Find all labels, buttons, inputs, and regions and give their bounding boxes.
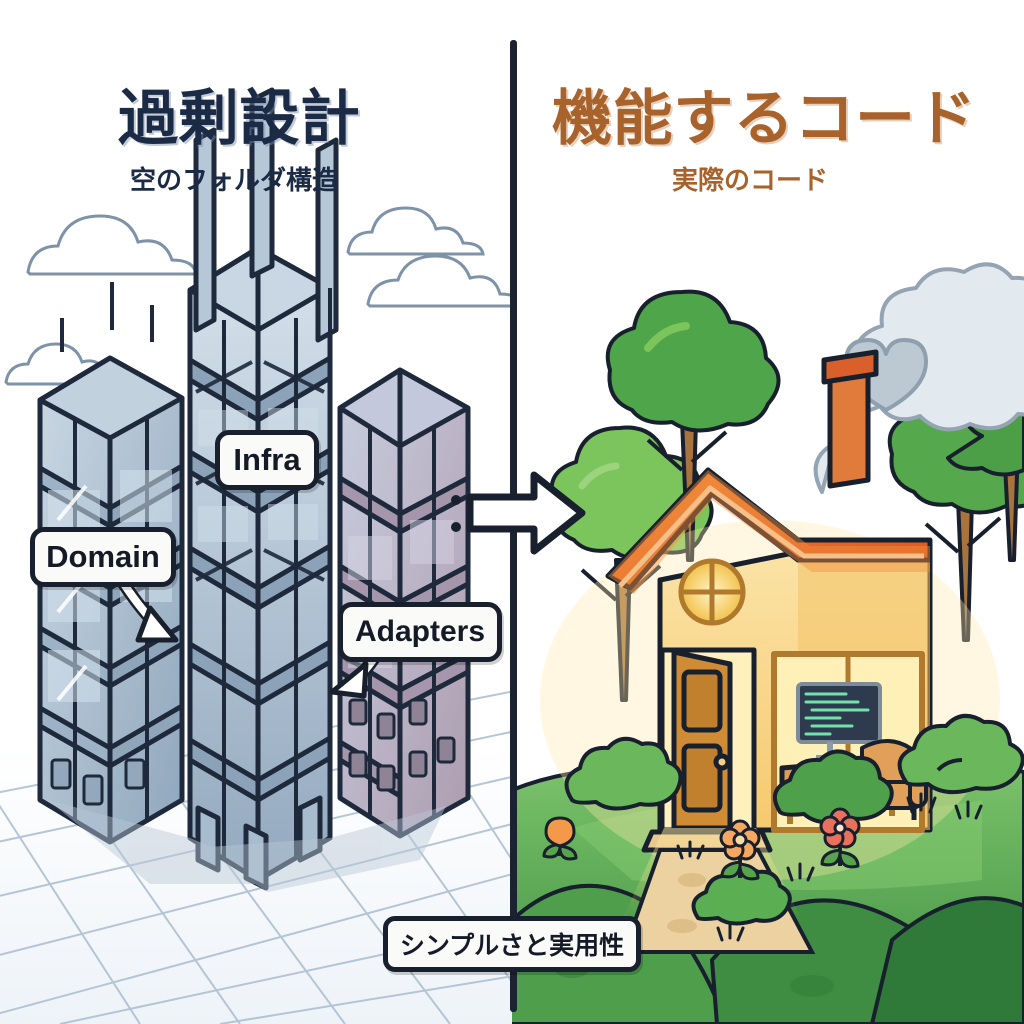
building-shadow xyxy=(48,800,446,892)
arrow-dots xyxy=(451,495,461,532)
left-scene-svg xyxy=(0,87,512,1024)
right-subtitle: 実際のコード xyxy=(672,165,829,195)
tree-back xyxy=(605,289,781,562)
arrow-right-icon xyxy=(451,471,586,555)
working-code-panel xyxy=(512,0,1024,1024)
building-adapters xyxy=(337,367,471,839)
right-title: 機能するコード xyxy=(552,85,977,152)
tulip-icon xyxy=(544,816,576,848)
code-lines xyxy=(804,692,870,736)
right-scene-svg xyxy=(512,262,1024,1024)
bushes xyxy=(564,714,1024,926)
flowers xyxy=(542,807,861,881)
grass-tufts xyxy=(676,792,983,942)
left-title: 過剰設計 xyxy=(118,85,361,152)
overengineering-panel xyxy=(0,87,512,1024)
badge-domain[interactable]: Domain xyxy=(30,527,176,587)
badge-infra[interactable]: Infra xyxy=(215,430,319,490)
caption-badge: シンプルさと実用性 xyxy=(383,916,641,972)
left-subtitle: 空のフォルダ構造 xyxy=(130,165,339,195)
badge-adapters[interactable]: Adapters xyxy=(338,602,502,662)
